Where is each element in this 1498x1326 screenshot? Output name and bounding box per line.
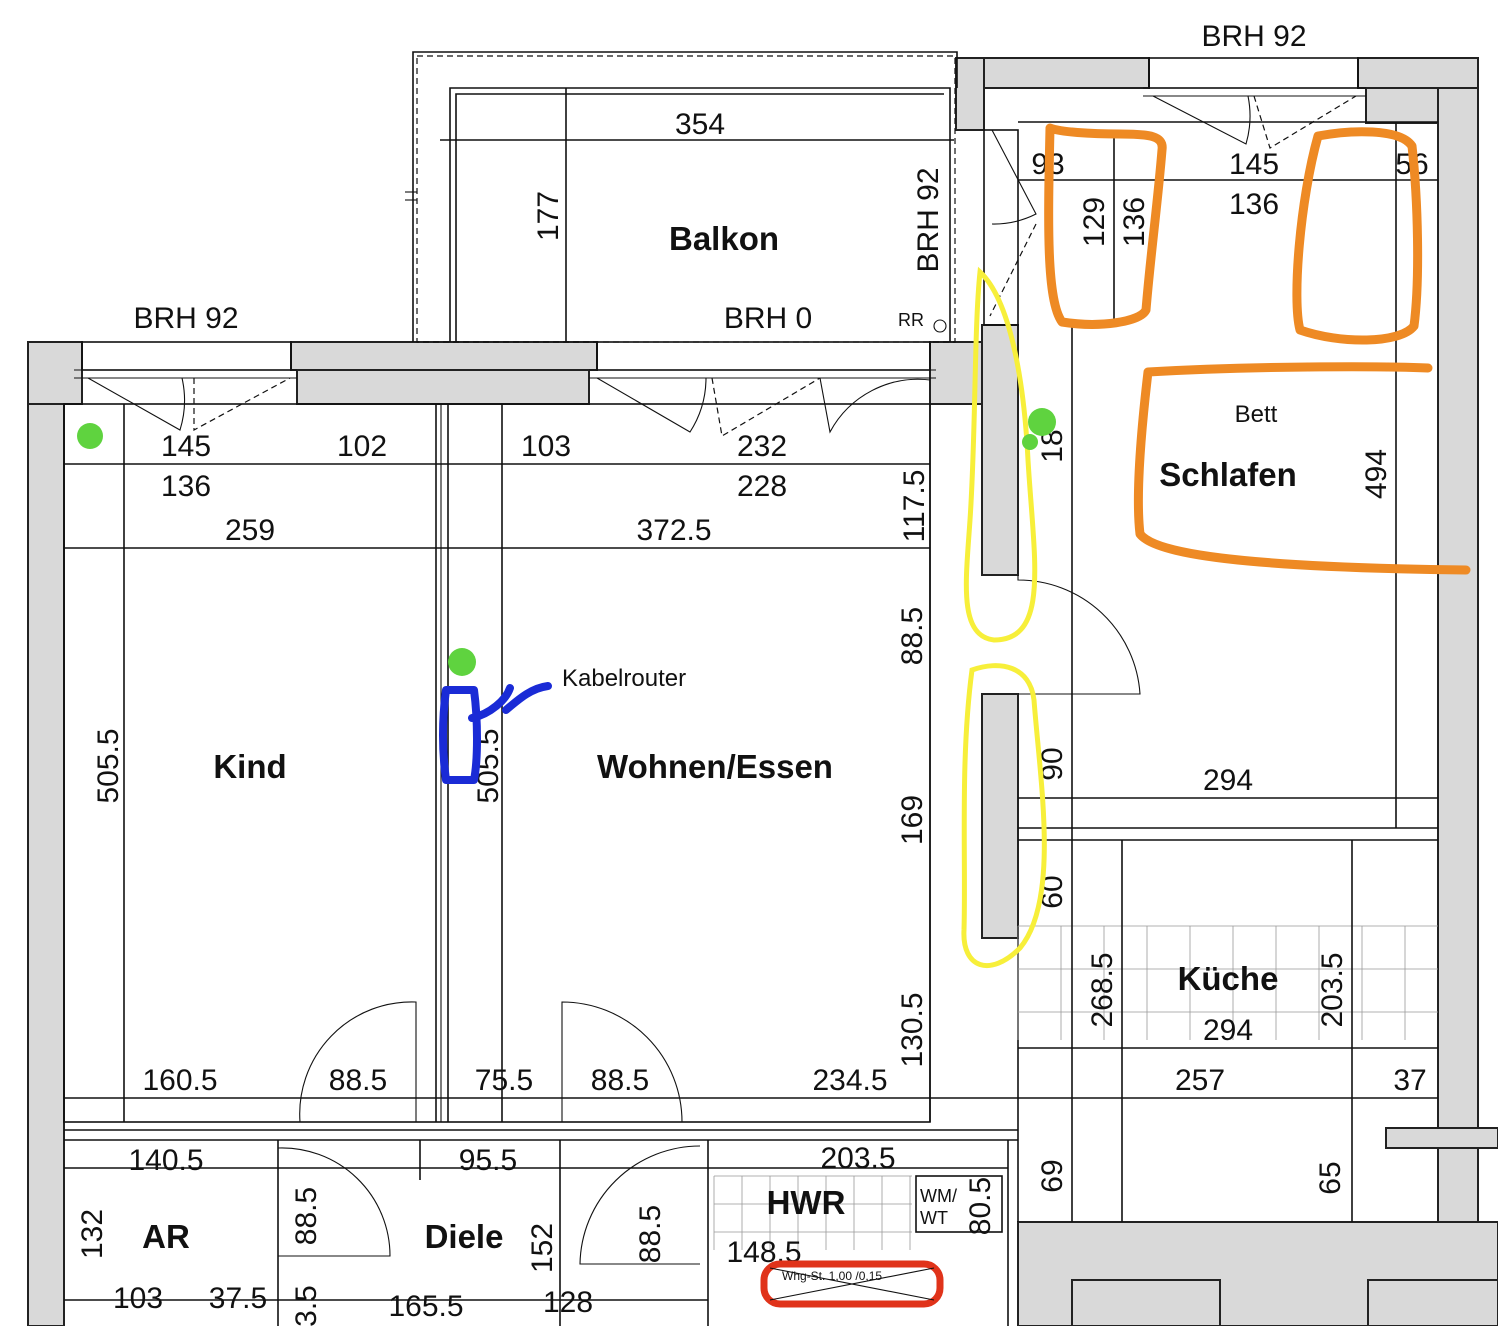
green-mark (77, 423, 103, 449)
dim-text: 140.5 (128, 1144, 203, 1177)
dim-text: 128 (543, 1286, 593, 1319)
dim-text: 88.5 (329, 1064, 387, 1097)
dim-text: 203.5 (820, 1142, 895, 1175)
dim-text: 234.5 (812, 1064, 887, 1097)
dim-text: 95.5 (459, 1144, 517, 1177)
room-kueche: Küche (1178, 960, 1279, 997)
dim-text: 152 (526, 1223, 559, 1273)
orange-mark-bed (1133, 362, 1471, 575)
brh-label: BRH 92 (133, 302, 238, 335)
dim-text: 232 (737, 430, 787, 463)
room-hwr: HWR (767, 1184, 846, 1221)
room-ar: AR (142, 1218, 190, 1255)
dim-text: 145 (1229, 148, 1279, 181)
dim-text: 88.5 (591, 1064, 649, 1097)
windows (74, 57, 1366, 437)
dim-text: 257 (1175, 1064, 1225, 1097)
dim-text: 3.5 (290, 1285, 323, 1326)
green-mark (1028, 408, 1056, 436)
green-mark (1022, 434, 1038, 450)
rr-label: RR (898, 310, 924, 330)
dim-text: 88.5 (290, 1187, 323, 1245)
dim-text: 372.5 (636, 514, 711, 547)
room-diele: Diele (425, 1218, 504, 1255)
dim-text: 88.5 (896, 607, 929, 665)
dim-text: 103 (113, 1282, 163, 1315)
annotation-blue-router (439, 682, 552, 784)
dim-text: 165.5 (388, 1290, 463, 1323)
dim-text: 145 (161, 430, 211, 463)
yellow-mark-upper-wall (963, 266, 1038, 643)
balcony-outline (405, 51, 958, 343)
kitchen-tiles (713, 925, 1438, 1250)
dim-text: 294 (1203, 764, 1253, 797)
dim-text: 88.5 (634, 1205, 667, 1263)
dim-text: 103 (521, 430, 571, 463)
annotation-orange-bed-marks (1044, 123, 1471, 575)
dim-text: 132 (76, 1209, 109, 1259)
orange-mark-nightstand-right (1292, 127, 1423, 345)
wt-label: WT (920, 1208, 948, 1228)
red-mark-utility (760, 1260, 944, 1308)
dim-text: 505.5 (92, 728, 125, 803)
dim-text: 69 (1036, 1159, 1069, 1192)
kabelrouter-label: Kabelrouter (562, 665, 686, 692)
annotation-green-dots (77, 408, 1056, 676)
dim-text: 37.5 (209, 1282, 267, 1315)
room-kind: Kind (213, 748, 286, 785)
dimension-lines (64, 122, 1438, 1301)
dim-text: 129 (1078, 197, 1111, 247)
dim-text: 494 (1360, 449, 1393, 499)
dim-text: 65 (1314, 1161, 1347, 1194)
blue-mark-pointer (468, 682, 552, 722)
blue-mark-router (439, 686, 481, 784)
brh-label: BRH 92 (912, 167, 945, 272)
walls (27, 57, 1498, 1326)
whg-st-label: Whg-St. 1,00 /0,15 (782, 1269, 882, 1283)
room-schlafen: Schlafen (1159, 456, 1297, 493)
dim-text: 136 (1118, 197, 1151, 247)
dim-text: 268.5 (1086, 952, 1119, 1027)
bett-label: Bett (1235, 401, 1278, 428)
dim-text: 203.5 (1316, 952, 1349, 1027)
dim-text: 354 (675, 108, 725, 141)
dim-text: 136 (1229, 188, 1279, 221)
dim-text: 177 (532, 191, 565, 241)
dim-text: 228 (737, 470, 787, 503)
brh-label: BRH 92 (1201, 20, 1306, 53)
dim-text: 102 (337, 430, 387, 463)
dim-text: 80.5 (964, 1177, 997, 1235)
dim-text: 294 (1203, 1014, 1253, 1047)
dim-text: 136 (161, 470, 211, 503)
brh-label: BRH 0 (724, 302, 812, 335)
dim-text: 259 (225, 514, 275, 547)
green-mark (448, 648, 476, 676)
yellow-mark-lower-wall (961, 663, 1047, 968)
dim-text: 117.5 (898, 470, 931, 543)
annotation-red-meter (760, 1260, 944, 1308)
dimension-texts: 354 93 145 56 136 145 102 103 232 136 22… (76, 108, 1429, 1326)
dim-text: 169 (896, 795, 929, 845)
dim-text: 37 (1393, 1064, 1426, 1097)
room-wohnen-essen: Wohnen/Essen (597, 748, 833, 785)
dim-text: 130.5 (896, 992, 929, 1067)
room-balkon: Balkon (669, 220, 779, 257)
dim-text: 75.5 (475, 1064, 533, 1097)
annotation-yellow-walls (961, 266, 1047, 968)
orange-mark-nightstand-left (1044, 123, 1167, 329)
dim-text: 160.5 (142, 1064, 217, 1097)
wm-label: WM/ (920, 1186, 957, 1206)
